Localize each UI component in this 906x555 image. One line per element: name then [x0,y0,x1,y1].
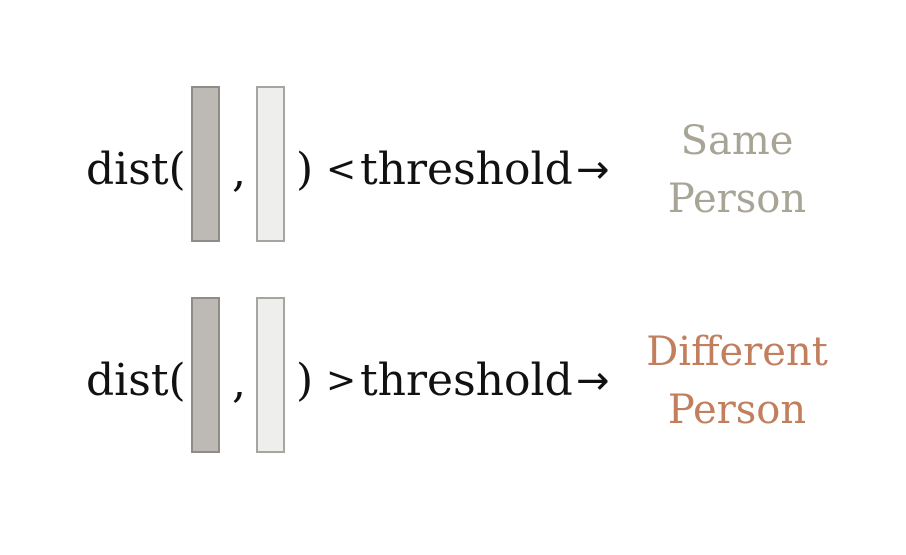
embedding-vector-b [256,86,285,242]
result-line-2: Person [667,387,807,433]
close-paren: ) [296,144,314,195]
embedding-vector-a [191,297,220,453]
greater-than-operator: > [326,360,357,401]
dist-function-label: dist( [86,355,186,406]
threshold-label: threshold [360,355,573,406]
dist-function-label: dist( [86,144,186,195]
result-line-2: Person [667,176,807,222]
comparison-row-same: dist( , ) < threshold → Same Person [0,86,906,246]
argument-separator: , [232,357,246,408]
right-arrow-icon: → [576,358,610,404]
embedding-vector-b [256,297,285,453]
close-paren: ) [296,355,314,406]
result-line-1: Different [646,329,828,375]
less-than-operator: < [326,149,357,190]
threshold-label: threshold [360,144,573,195]
embedding-vector-a [191,86,220,242]
result-same-person: Same Person [624,112,850,228]
result-different-person: Different Person [624,323,850,439]
result-line-1: Same [680,118,794,164]
argument-separator: , [232,146,246,197]
right-arrow-icon: → [576,147,610,193]
comparison-row-different: dist( , ) > threshold → Different Person [0,297,906,457]
